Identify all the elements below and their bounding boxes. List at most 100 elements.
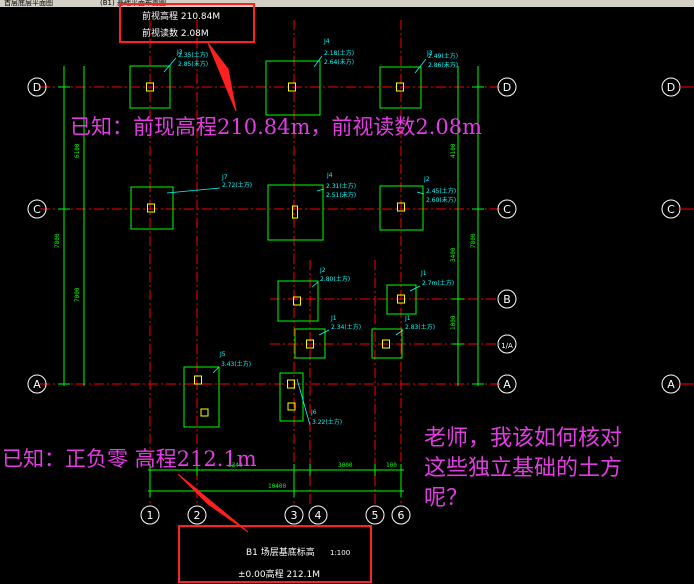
footing-depth-2: 2.60(未方)	[426, 196, 456, 204]
axis-bubble-B-right: B	[497, 289, 517, 309]
front-sight-elevation: 前视高程 210.84M	[142, 10, 220, 22]
column-marker	[382, 339, 390, 349]
footing-depth-1: 2.72(土方)	[222, 181, 252, 189]
axis-bubble-1/A-right: 1/A	[497, 334, 517, 354]
footing-tag: J5	[219, 351, 226, 358]
axis-bubble-label: A	[503, 378, 511, 391]
bottom-box-scale: 1:100	[330, 549, 350, 557]
axis-bubble-label: 1/A	[501, 342, 513, 350]
axis-bubble-col-3: 3	[284, 505, 304, 525]
axis-bubble-label: 1	[147, 509, 154, 522]
dim-text-v2: 7800	[54, 233, 61, 248]
axis-bubble-label: 5	[372, 509, 379, 522]
axis-bubble-circle	[497, 289, 517, 309]
dim-text-h1: 2340	[228, 462, 243, 469]
axis-bubble-col-5: 5	[365, 505, 385, 525]
annotation-top: 已知：前现高程210.84m，前视读数2.08m	[70, 115, 483, 139]
axis-bubble-C-left: C	[27, 199, 47, 219]
axis-bubble-label: C	[503, 203, 511, 216]
footing-outline	[379, 185, 424, 231]
column-marker	[306, 339, 314, 349]
axis-bubble-label: 6	[398, 509, 405, 522]
footing-tag: J2	[423, 176, 430, 183]
footing-tag: J7	[221, 174, 228, 181]
footing-tag: J4	[326, 172, 333, 179]
axis-bubble-circle	[27, 374, 47, 394]
footing-tag: J1	[404, 315, 411, 322]
top-callout-arrow	[207, 42, 237, 112]
axis-bubble-A-left: A	[27, 374, 47, 394]
leader-line	[296, 378, 311, 426]
question-line-1: 老师，我该如何核对	[424, 426, 623, 451]
tab-floor-plan[interactable]: 首层底层平面图	[4, 0, 53, 7]
footing-depth-2: 2.51(未方)	[326, 191, 356, 199]
axis-bubble-label: C	[667, 203, 675, 216]
footing-outline	[371, 328, 403, 359]
footing-outline	[277, 280, 319, 322]
axis-bubble-circle	[308, 505, 328, 525]
axis-bubble-circle	[497, 334, 517, 354]
axis-bubble-A-right: A	[497, 374, 517, 394]
column-marker	[287, 379, 295, 389]
footing-tag: J2	[319, 267, 326, 274]
question-line-3: 呢？	[424, 486, 469, 511]
footing-outline	[183, 366, 220, 428]
axis-bubble-label: D	[33, 81, 41, 94]
question-line-2: 这些独立基础的土方	[424, 456, 623, 481]
callout-boxes	[119, 3, 372, 583]
footing: J12.83(土方)	[371, 315, 435, 359]
column-marker	[293, 296, 301, 306]
footing: J72.72(土方)	[130, 174, 252, 230]
annotation-bottom: 已知：正负零 高程212.1m	[2, 447, 257, 471]
axis-bubble-C-right: C	[497, 199, 517, 219]
axis-bubble-label: A	[33, 378, 41, 391]
footing-depth-1: 2.35(土方)	[178, 51, 208, 59]
column-marker	[200, 408, 209, 417]
axis-bubble-col-1: 1	[140, 505, 160, 525]
zero-elevation: ±0.00高程 212.1M	[238, 568, 320, 580]
dim-text-h4: 10400	[268, 483, 286, 490]
dim-text-v4: 4100	[450, 143, 457, 158]
axis-bubble-D-right: D	[497, 77, 517, 97]
axis-bubble-col-2: 2	[187, 505, 207, 525]
leader-line	[311, 281, 319, 288]
footing-depth-1: 2.45(土方)	[426, 187, 456, 195]
leader-line	[318, 329, 330, 336]
column-marker	[146, 82, 154, 92]
column-marker	[287, 402, 296, 411]
axis-bubble-A-far: A	[661, 374, 681, 394]
footing: J22.80(土方)	[277, 267, 350, 322]
footing-depth-2: 2.85(未方)	[178, 60, 208, 68]
footing-tag: J3	[426, 50, 433, 57]
leader-line	[409, 285, 421, 292]
axis-bubble-label: D	[503, 81, 511, 94]
partial-right-view	[680, 86, 694, 385]
axis-bubble-label: 4	[315, 509, 322, 522]
axis-bubble-circle	[27, 77, 47, 97]
footing-outline	[279, 372, 304, 422]
footing-outline	[265, 60, 321, 116]
axis-bubble-C-far: C	[661, 199, 681, 219]
footing-tag: J6	[310, 409, 317, 416]
leader-line	[166, 187, 221, 194]
dim-text-v7: 7800	[470, 233, 477, 248]
footing-depth-1: 2.80(土方)	[320, 275, 350, 283]
axis-bubble-label: A	[667, 378, 675, 391]
axis-bubble-circle	[391, 505, 411, 525]
axis-bubble-label: 2	[194, 509, 201, 522]
column-marker	[397, 294, 405, 304]
bottom-callout-arrow	[177, 473, 249, 533]
annotation-question: 老师，我该如何核对 这些独立基础的土方 呢？	[424, 424, 622, 514]
column-marker	[396, 82, 404, 92]
footing-depth-1: 2.49(土方)	[428, 52, 458, 60]
axis-bubble-circle	[284, 505, 304, 525]
footing-depth-2: 2.64(未方)	[324, 58, 354, 66]
axis-bubble-label: D	[667, 81, 675, 94]
footing-outline	[294, 328, 326, 359]
footing: J63.22(土方)	[279, 372, 342, 426]
footing-depth-1: 2.83(土方)	[405, 323, 435, 331]
footing-depth-1: 2.18(土方)	[324, 49, 354, 57]
footing-outline	[386, 284, 417, 315]
